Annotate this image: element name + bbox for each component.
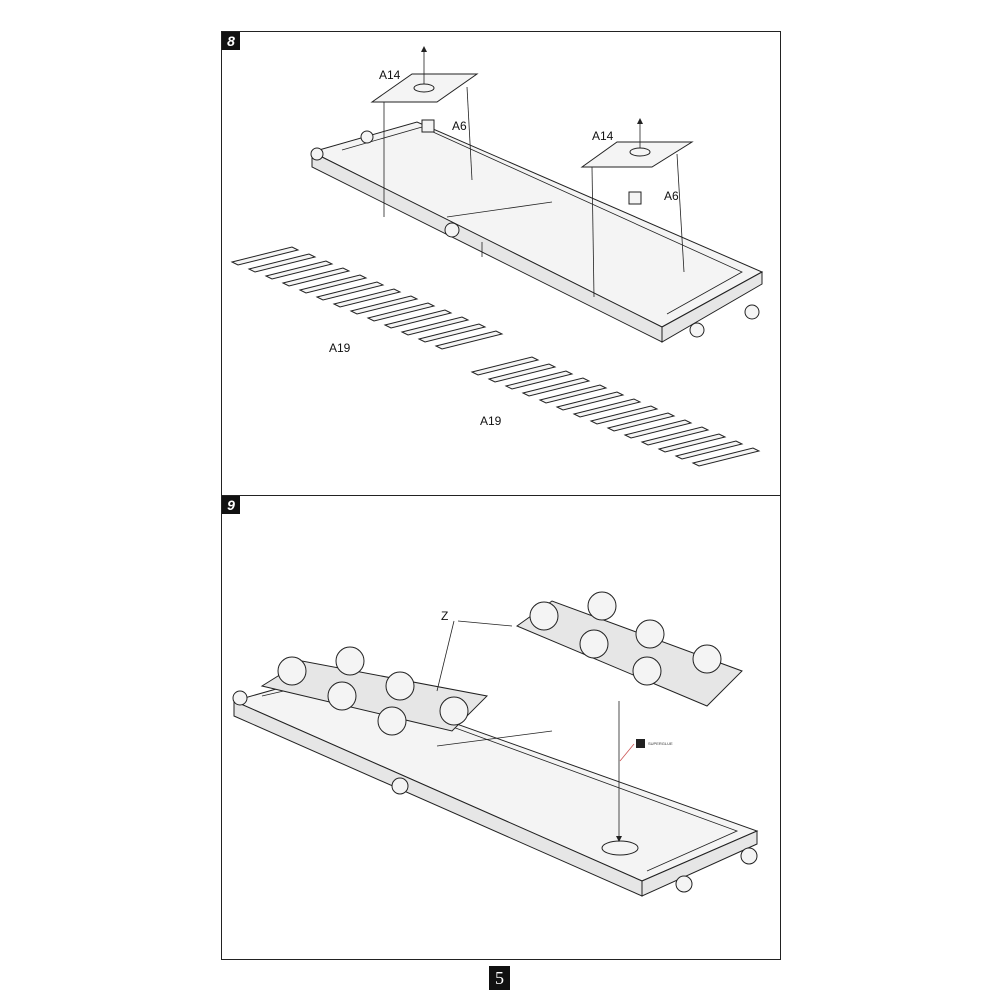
slat	[504, 370, 574, 390]
label-z: Z	[441, 609, 448, 623]
step-8-illustration: A14 A6 A14 A6 A19 A19	[230, 46, 764, 467]
part-a19-slats	[230, 246, 761, 467]
superglue-icon	[636, 739, 645, 748]
slat	[589, 405, 659, 425]
step-9-illustration: SUPERGLUE Z	[232, 591, 759, 897]
slat	[247, 253, 317, 273]
label-a14: A14	[592, 129, 614, 143]
label-a14: A14	[379, 68, 401, 82]
slat	[555, 391, 625, 411]
part-a6-right	[628, 191, 642, 205]
slat	[623, 419, 693, 439]
label-a19: A19	[329, 341, 351, 355]
glue-label: SUPERGLUE	[648, 741, 673, 746]
slat	[674, 440, 744, 460]
slat	[691, 447, 761, 467]
label-a6: A6	[452, 119, 467, 133]
slat	[264, 260, 334, 280]
slat	[521, 377, 591, 397]
slat	[572, 398, 642, 418]
slat	[349, 295, 419, 315]
slat	[400, 316, 470, 336]
slat	[434, 330, 504, 350]
slat	[383, 309, 453, 329]
part-a14-right	[580, 118, 694, 298]
flatcar	[310, 121, 764, 343]
slat	[315, 281, 385, 301]
slat	[640, 426, 710, 446]
bogie-left	[260, 646, 489, 736]
slat	[332, 288, 402, 308]
flatcar	[232, 675, 759, 897]
step-9-panel: 9 SUPER	[221, 495, 781, 960]
slat	[657, 433, 727, 453]
slat	[230, 246, 300, 266]
step-number: 9	[222, 496, 240, 514]
slat	[281, 267, 351, 287]
label-a19: A19	[480, 414, 502, 428]
step-8-panel: 8	[221, 31, 781, 496]
part-a14-left	[370, 46, 479, 217]
slat	[487, 363, 557, 383]
step-number: 8	[222, 32, 240, 50]
slat	[606, 412, 676, 432]
page-number: 5	[489, 966, 510, 990]
bogie-right	[515, 591, 743, 707]
slat	[298, 274, 368, 294]
label-a6: A6	[664, 189, 679, 203]
slat	[417, 323, 487, 343]
slat	[366, 302, 436, 322]
slat	[470, 356, 540, 376]
slat	[538, 384, 608, 404]
part-a6-left	[421, 119, 435, 133]
